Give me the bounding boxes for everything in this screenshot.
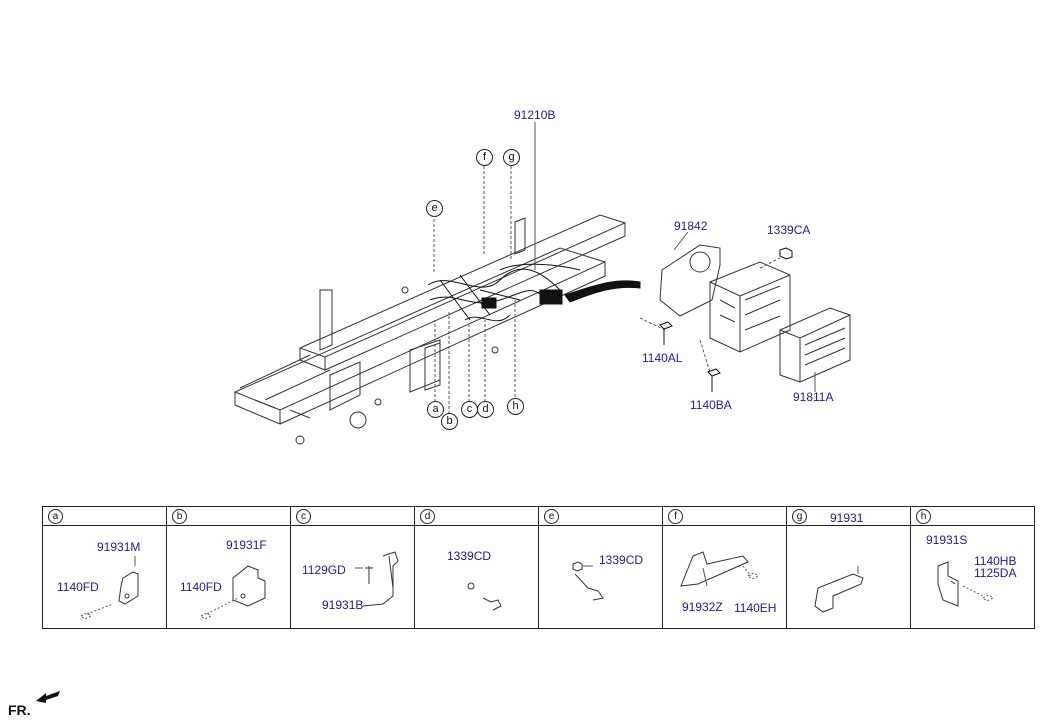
table-header-h: h <box>916 509 931 524</box>
table-header-f: f <box>668 509 683 524</box>
part-label-1140AL[interactable]: 1140AL <box>642 351 683 365</box>
control-box <box>709 261 791 353</box>
part-label-91811A[interactable]: 91811A <box>793 390 834 404</box>
part-label-1140BA[interactable]: 1140BA <box>690 398 732 412</box>
module-91811A <box>779 307 851 392</box>
table-divider <box>662 507 663 628</box>
cell-c-label-1129GD[interactable]: 1129GD <box>302 563 346 577</box>
table-divider <box>414 507 415 628</box>
bracket-91842 <box>659 231 721 317</box>
callout-f[interactable]: f <box>476 149 493 166</box>
table-header-c: c <box>296 509 311 524</box>
table-divider <box>538 507 539 628</box>
callout-a[interactable]: a <box>427 401 444 418</box>
cell-h-label-1125DA[interactable]: 1125DA <box>974 566 1017 580</box>
table-header-b: b <box>172 509 187 524</box>
table-header-d: d <box>420 509 435 524</box>
cell-b-label-1140FD[interactable]: 1140FD <box>180 580 222 594</box>
cell-a-label-1140FD[interactable]: 1140FD <box>57 580 99 594</box>
part-label-91842[interactable]: 91842 <box>674 219 708 233</box>
table-header-g: g <box>792 509 807 524</box>
cell-f-label-91932Z[interactable]: 91932Z <box>682 600 723 614</box>
wiring-harness <box>427 263 581 322</box>
cell-h-label-91931S[interactable]: 91931S <box>926 533 968 547</box>
callout-c[interactable]: c <box>461 401 478 418</box>
table-header-a: a <box>48 509 63 524</box>
part-label-91210B[interactable]: 91210B <box>514 108 556 122</box>
table-divider <box>786 507 787 628</box>
table-header-e: e <box>544 509 559 524</box>
cell-h-label-1140HB[interactable]: 1140HB <box>974 554 1017 568</box>
callout-b[interactable]: b <box>441 413 458 430</box>
table-drawings <box>80 551 994 620</box>
table-divider <box>166 507 167 628</box>
callout-d[interactable]: d <box>477 401 494 418</box>
cell-d-label-1339CD[interactable]: 1339CD <box>447 549 492 563</box>
detail-table: a b c d e f g h <box>42 506 1035 629</box>
cell-c-label-91931B[interactable]: 91931B <box>322 598 364 612</box>
table-divider <box>910 507 911 628</box>
cell-g-label-91931[interactable]: 91931 <box>830 511 864 525</box>
callout-h[interactable]: h <box>507 398 524 415</box>
callout-e[interactable]: e <box>426 200 443 217</box>
front-direction-label: FR. <box>8 702 31 718</box>
front-arrow-icon <box>36 691 60 703</box>
cell-b-label-91931F[interactable]: 91931F <box>226 538 267 552</box>
callout-g[interactable]: g <box>503 149 520 166</box>
part-label-1339CA[interactable]: 1339CA <box>767 223 811 237</box>
table-divider <box>290 507 291 628</box>
cell-a-label-91931M[interactable]: 91931M <box>97 540 141 554</box>
cell-f-label-1140EH[interactable]: 1140EH <box>734 601 777 615</box>
cell-e-label-1339CD[interactable]: 1339CD <box>599 553 644 567</box>
